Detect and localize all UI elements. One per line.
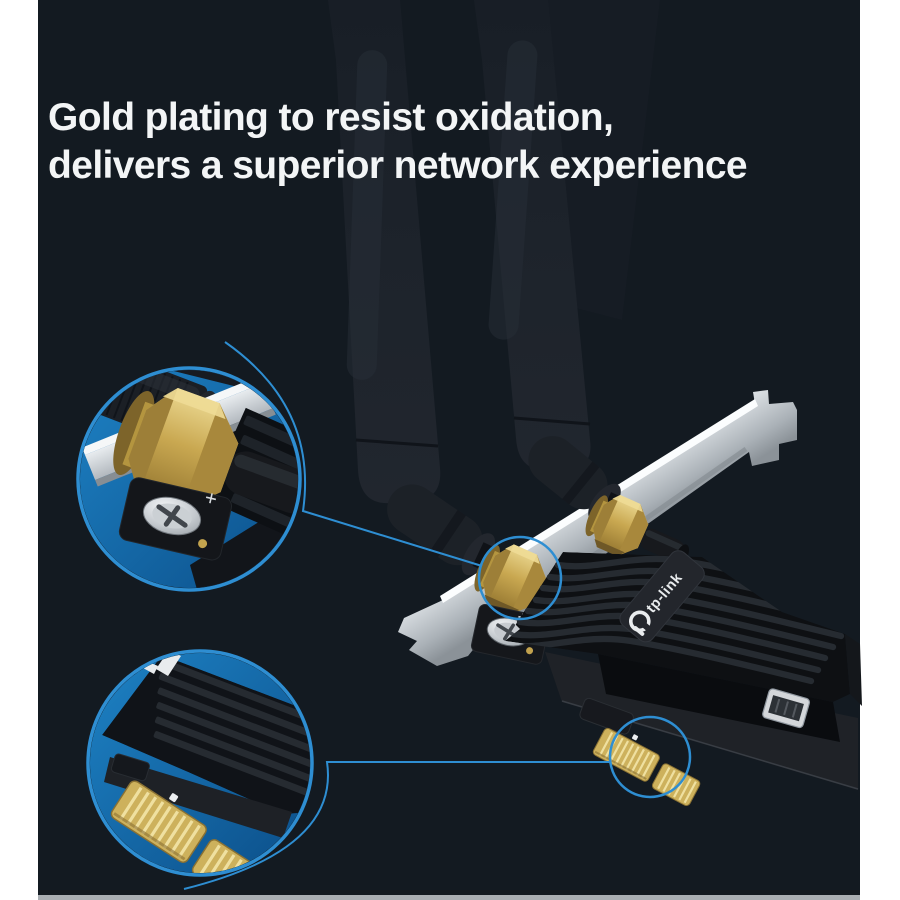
logo-corner-mark: [156, 653, 181, 676]
pcb-closeup: [104, 757, 292, 838]
callout-pcie-connector: [86, 649, 314, 877]
photo-bottom-edge: [38, 895, 860, 900]
screw-closeup: [118, 477, 233, 561]
antenna-right: [474, 0, 591, 470]
header-connector: [762, 688, 811, 729]
highlight-circle-antenna-connector: [477, 535, 563, 621]
highlight-circle-pcie-fingers: [608, 715, 692, 799]
antenna-left: [328, 0, 441, 504]
brand-logo-icon: [629, 610, 651, 636]
callout-leader-bottom: [183, 761, 610, 890]
callout-antenna-connector: [76, 366, 302, 592]
headline-line-2: delivers a superior network experience: [48, 144, 748, 187]
headline: Gold plating to resist oxidation, delive…: [48, 94, 748, 190]
callout-ring-bottom: [86, 649, 314, 877]
headline-line-1: Gold plating to resist oxidation,: [48, 96, 614, 139]
callout-leader-top: [224, 341, 483, 567]
callout-ring-top: [76, 366, 302, 592]
